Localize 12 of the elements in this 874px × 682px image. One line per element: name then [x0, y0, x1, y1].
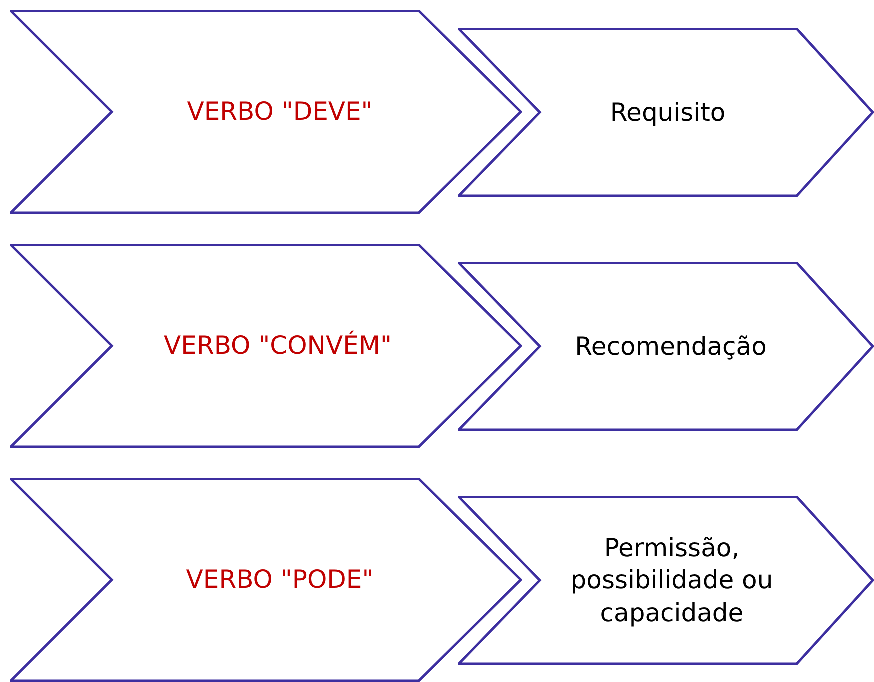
node-label: Permissão, possibilidade ou capacidade	[570, 532, 774, 629]
node-label: VERBO "CONVÉM"	[163, 330, 393, 362]
chevron-shape	[458, 262, 874, 431]
node-label: Recomendação	[574, 330, 768, 362]
node-label: VERBO "PODE"	[185, 564, 375, 596]
node-label: Requisito	[609, 96, 727, 128]
node-label: VERBO "DEVE"	[186, 96, 374, 128]
chevron-shape	[458, 496, 874, 665]
chevron-shape	[458, 28, 874, 197]
chevron-shape	[10, 478, 522, 682]
chevron-shape	[10, 244, 522, 448]
chevron-shape	[10, 10, 522, 214]
